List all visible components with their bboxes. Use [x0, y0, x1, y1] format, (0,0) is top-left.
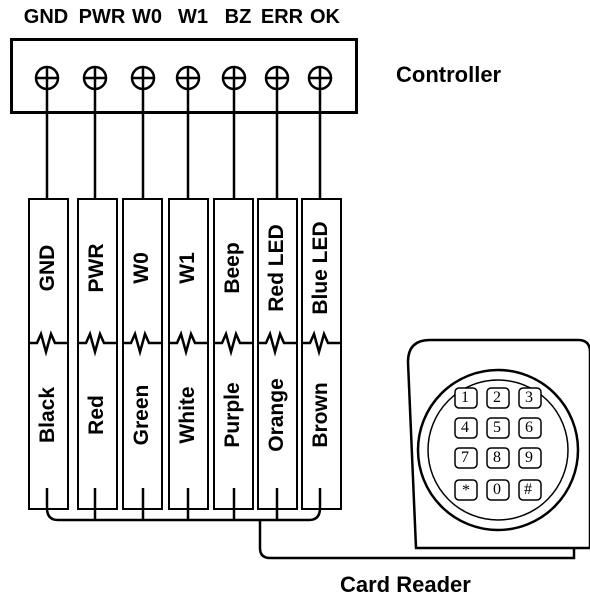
key-0: 0: [493, 481, 501, 498]
card-reader-label: Card Reader: [340, 572, 471, 597]
wire-function-w1: W1: [176, 252, 199, 284]
terminal-label-w0: W0: [132, 6, 162, 28]
wire-color-white: White: [176, 386, 199, 444]
screw-terminal-w1: [175, 65, 201, 91]
wire-color-brown: Brown: [309, 382, 332, 448]
wire-strip-red-led: [257, 198, 298, 510]
wire-strip-w0: [122, 198, 163, 510]
terminal-label-gnd: GND: [23, 6, 69, 28]
wire-function-gnd: GND: [36, 244, 59, 292]
wire-strip-w1: [168, 198, 209, 510]
key-8: 8: [493, 449, 501, 466]
terminal-label-pwr: PWR: [78, 6, 126, 28]
key-6: 6: [525, 419, 533, 436]
wire-strip-blue-led: [301, 198, 342, 510]
key-5: 5: [493, 419, 501, 436]
controller-label: Controller: [396, 62, 502, 87]
wire-color-purple: Purple: [221, 382, 244, 448]
screw-terminal-bz: [221, 65, 247, 91]
wire-strip-gnd: [28, 198, 69, 510]
key-star: *: [462, 482, 470, 499]
wire-function-beep: Beep: [221, 242, 244, 294]
key-2: 2: [493, 389, 501, 406]
wire-function-red-led: Red LED: [265, 224, 288, 312]
wire-color-black: Black: [36, 386, 59, 444]
screw-terminal-pwr: [82, 65, 108, 91]
key-1: 1: [461, 389, 469, 406]
screw-terminal-w0: [130, 65, 156, 91]
screw-terminal-err: [264, 65, 290, 91]
wire-color-green: Green: [130, 384, 153, 446]
screw-terminal-gnd: [34, 65, 60, 91]
wire-color-orange: Orange: [265, 378, 288, 452]
key-7: 7: [461, 449, 469, 466]
terminal-label-bz: BZ: [224, 6, 252, 28]
wire-strip-pwr: [77, 198, 118, 510]
terminal-label-w1: W1: [178, 6, 208, 28]
terminal-label-ok: OK: [310, 6, 340, 28]
key-4: 4: [461, 419, 469, 436]
key-9: 9: [525, 449, 533, 466]
wire-strip-beep: [213, 198, 254, 510]
wire-function-w0: W0: [130, 252, 153, 284]
key-3: 3: [525, 389, 533, 406]
wire-function-blue-led: Blue LED: [309, 221, 332, 315]
terminal-label-err: ERR: [260, 6, 304, 28]
screw-terminal-ok: [307, 65, 333, 91]
wire-function-pwr: PWR: [85, 243, 108, 293]
wire-color-red: Red: [85, 395, 108, 435]
key-hash: #: [524, 481, 532, 498]
card-reader-device: [406, 338, 590, 550]
